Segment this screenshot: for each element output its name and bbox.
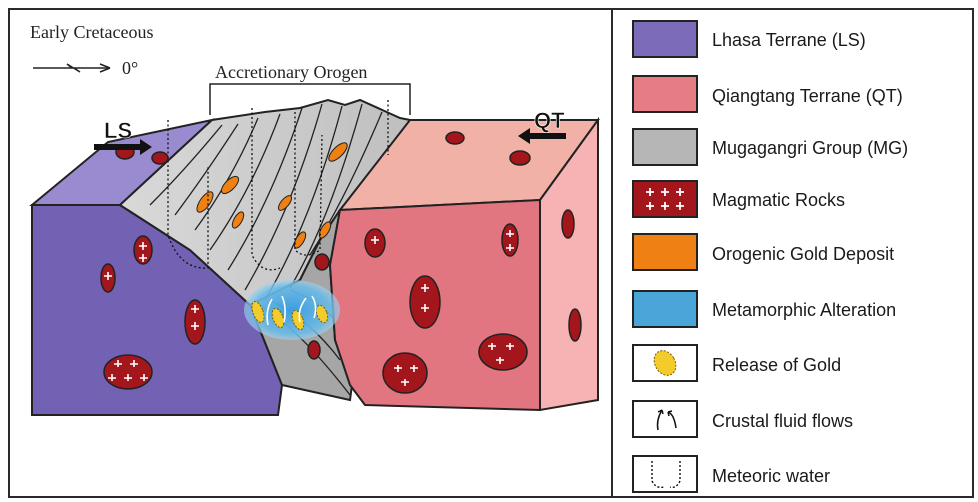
legend-label-magmatic: Magmatic Rocks	[712, 190, 845, 211]
legend-label-lhasa: Lhasa Terrane (LS)	[712, 30, 866, 51]
metamorphic-swatch	[632, 290, 698, 328]
direction-label: 0°	[122, 58, 138, 78]
orogenic-gold-swatch	[632, 233, 698, 271]
legend-label-metamorphic: Metamorphic Alteration	[712, 300, 896, 321]
qiangtang-swatch	[632, 75, 698, 113]
period-label: Early Cretaceous	[30, 22, 153, 42]
red-cross-icon	[634, 182, 696, 216]
release-gold-swatch	[632, 344, 698, 382]
lhasa-swatch	[632, 20, 698, 58]
ls-tag: LS	[104, 118, 132, 143]
legend-label-crustal-fluid: Crustal fluid flows	[712, 411, 853, 432]
legend-label-qiangtang: Qiangtang Terrane (QT)	[712, 86, 903, 107]
legend-label-mugagangri: Mugagangri Group (MG)	[712, 138, 908, 159]
crustal-fluid-swatch	[632, 400, 698, 438]
legend-label-orogenic-gold: Orogenic Gold Deposit	[712, 244, 894, 265]
fluid-arrows-icon	[634, 402, 696, 436]
mugagangri-swatch	[632, 128, 698, 166]
qt-tag: QT	[534, 108, 565, 133]
gold-blob-icon	[634, 346, 696, 380]
orogen-label: Accretionary Orogen	[215, 62, 367, 82]
meteoric-water-swatch	[632, 455, 698, 493]
legend-label-meteoric-water: Meteoric water	[712, 466, 830, 487]
legend-label-release-gold: Release of Gold	[712, 355, 841, 376]
north-arrow-icon	[33, 64, 110, 72]
meteoric-water-icon	[634, 457, 696, 491]
magmatic-swatch	[632, 180, 698, 218]
